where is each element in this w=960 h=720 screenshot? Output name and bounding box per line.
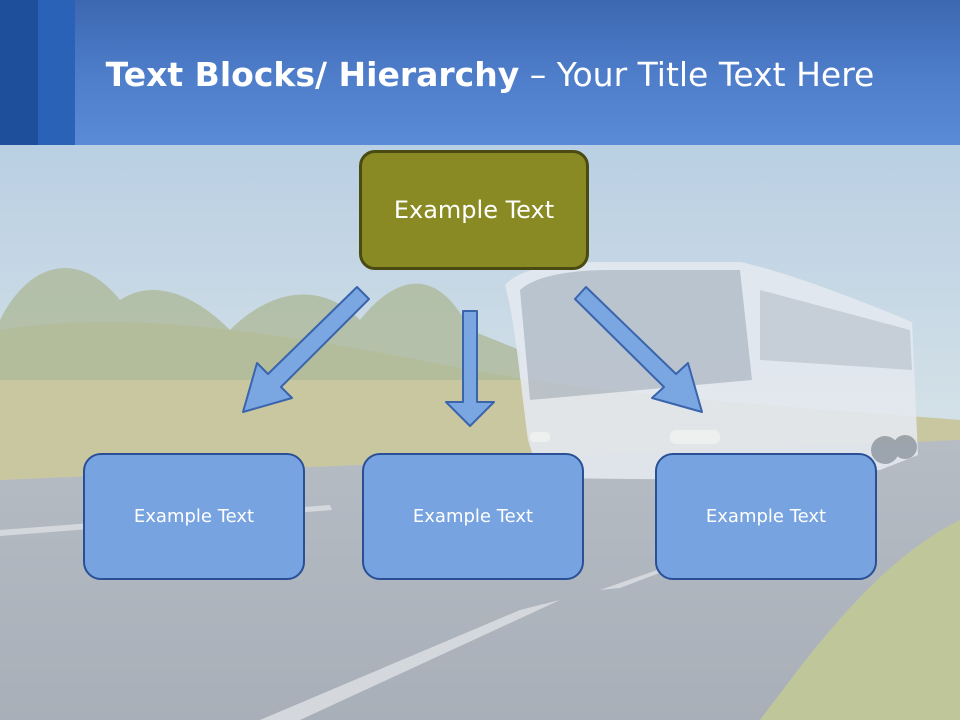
child-text-block-label: Example Text: [412, 506, 534, 527]
slide-title: Text Blocks/ Hierarchy – Your Title Text…: [75, 52, 905, 98]
title-bold: Text Blocks/ Hierarchy: [105, 55, 520, 94]
child-text-block-left: Example Text: [83, 453, 305, 580]
road-verge: [760, 520, 960, 720]
child-text-block-label: Example Text: [705, 506, 827, 527]
header-accent-stripe: [0, 0, 38, 145]
title-rest: Your Title Text Here: [556, 55, 875, 94]
root-text-block: Example Text: [359, 150, 589, 270]
child-text-block-right: Example Text: [655, 453, 877, 580]
child-text-block-label: Example Text: [133, 506, 255, 527]
title-dash: –: [519, 55, 557, 94]
child-text-block-center: Example Text: [362, 453, 584, 580]
title-bar: [0, 0, 960, 145]
road-marking: [260, 600, 560, 720]
root-text-block-label: Example Text: [393, 196, 555, 224]
header-accent-stripe: [38, 0, 75, 145]
